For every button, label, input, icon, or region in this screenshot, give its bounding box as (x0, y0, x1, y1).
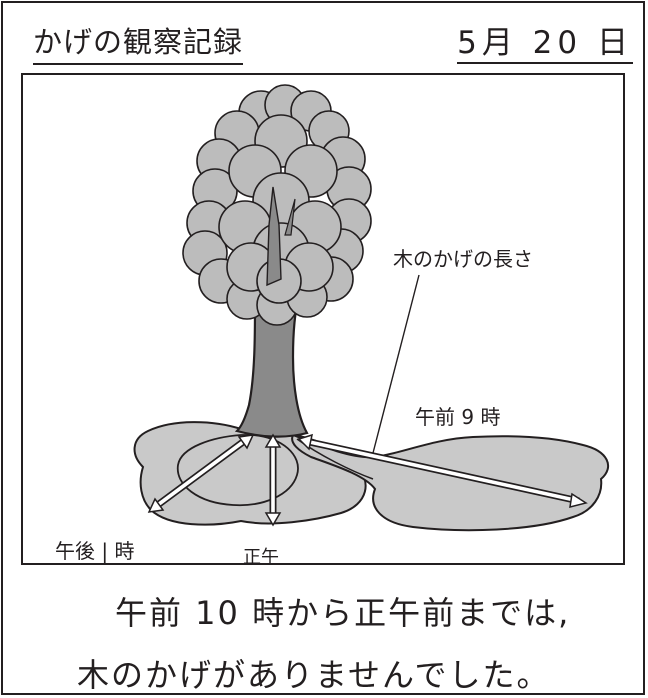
tree-foliage (182, 84, 372, 326)
arrow-noon (264, 433, 282, 527)
note-line-2: 木のかげがありませんでした。 (77, 656, 551, 694)
label-1pm: 午後 | 時 (55, 539, 135, 563)
tree-shadow-diagram (133, 84, 610, 532)
note-line-1: 午前 10 時から正午前までは, (115, 594, 571, 632)
shadow-noon-outline (176, 434, 299, 507)
page-title: かげの観察記録 (33, 19, 244, 65)
observation-date: 5月 20 日 (457, 17, 633, 64)
label-pointer-line (372, 274, 420, 454)
diagram-frame: 木のかげの長さ 午前 9 時 午後 | 時 正午 (21, 73, 625, 568)
label-shadow-length: 木のかげの長さ (393, 247, 533, 271)
tree-branch (266, 186, 282, 287)
label-noon: 正午 (243, 547, 279, 568)
tree-branch (284, 198, 296, 236)
arrow-9am (297, 433, 588, 509)
arrow-1pm (147, 434, 255, 513)
label-9am: 午前 9 時 (415, 405, 501, 429)
